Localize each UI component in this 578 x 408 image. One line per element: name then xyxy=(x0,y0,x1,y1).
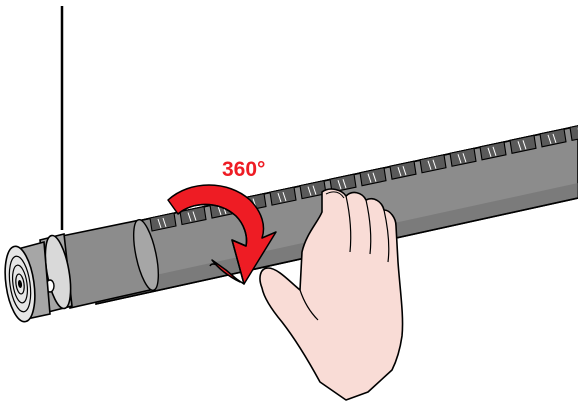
roller-slot xyxy=(569,125,578,142)
roller-slot xyxy=(479,141,507,161)
roller-slot xyxy=(389,160,417,180)
roller-slot xyxy=(359,167,387,187)
roller-slot xyxy=(539,128,567,148)
roller-slots xyxy=(149,125,578,232)
roller-slot xyxy=(269,186,297,206)
roller-slot xyxy=(329,173,357,193)
rotation-label: 360° xyxy=(222,158,266,181)
roller-end-cap xyxy=(4,240,51,323)
roller-slot xyxy=(419,154,447,174)
rotation-arrow xyxy=(167,184,277,285)
roller-slot xyxy=(509,134,537,154)
roller-slot xyxy=(449,147,477,167)
roller-slot xyxy=(149,212,177,232)
roller-sleeve xyxy=(61,219,160,309)
hand xyxy=(259,188,404,401)
roller-slot xyxy=(179,205,207,226)
